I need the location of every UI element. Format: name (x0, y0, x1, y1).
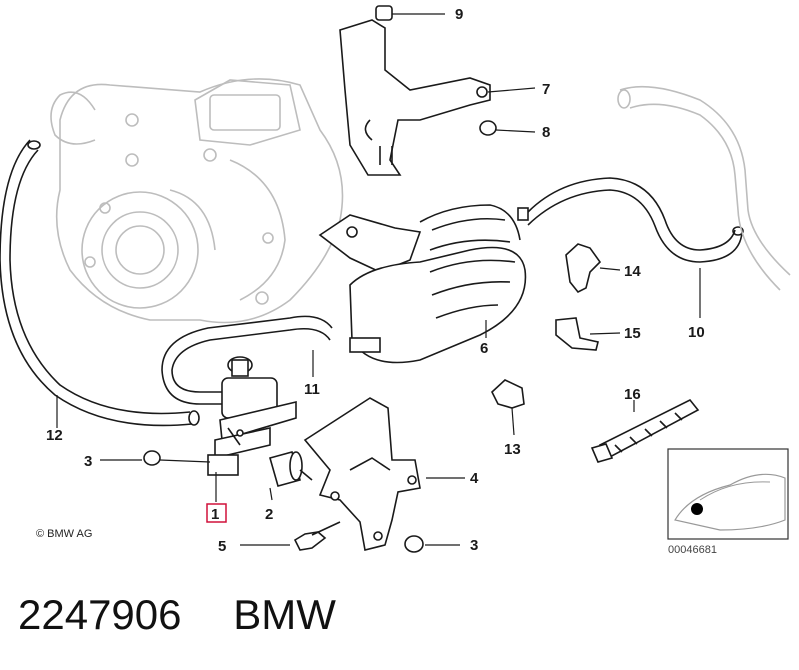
callout-6: 6 (480, 340, 488, 357)
callout-10: 10 (688, 324, 705, 341)
ghost-hose (617, 85, 791, 291)
nut-3-right (404, 535, 424, 553)
clip-13 (491, 379, 525, 409)
vacuum-reservoir (318, 204, 529, 364)
callout-7: 7 (542, 81, 550, 98)
callout-16: 16 (624, 386, 641, 403)
part-label: 2247906 BMW (18, 580, 336, 650)
callout-1: 1 (211, 506, 219, 523)
hardware (143, 450, 424, 553)
callout-8: 8 (542, 124, 550, 141)
parts-diagram: 1 2 3 3 4 5 6 7 8 9 10 11 12 13 14 15 16… (0, 5, 791, 556)
hose-10 (527, 177, 744, 263)
callout-5: 5 (218, 538, 226, 555)
callout-14: 14 (624, 263, 641, 280)
callout-11: 11 (304, 381, 320, 398)
bolt-5 (293, 531, 327, 551)
bracket-7 (339, 5, 497, 176)
copyright-notice: © BMW AG (36, 528, 92, 540)
callout-4: 4 (470, 470, 479, 487)
callout-1-highlight-box (206, 503, 227, 523)
callout-3-right: 3 (470, 537, 478, 554)
hose-12 (0, 139, 200, 427)
callout-9: 9 (455, 6, 463, 23)
callout-15: 15 (624, 325, 641, 342)
clip-14 (565, 243, 602, 294)
nut-3-left (143, 450, 161, 466)
callout-2: 2 (265, 506, 273, 523)
leader-lines (56, 13, 701, 546)
diagram-reference-number: 00046681 (668, 544, 717, 556)
clips (491, 243, 602, 409)
brand-name: BMW (233, 591, 336, 638)
bracket-4 (303, 397, 421, 551)
pressure-converter (207, 356, 297, 476)
turbocharger-ghost (50, 78, 344, 324)
cable-tie (590, 398, 700, 463)
clip-15 (555, 317, 599, 351)
hose-11 (161, 315, 333, 405)
callout-3-left: 3 (84, 453, 92, 470)
part-number: 2247906 (18, 591, 182, 638)
callout-13: 13 (504, 441, 521, 458)
car-location-inset (667, 448, 789, 540)
callout-12: 12 (46, 427, 63, 444)
rubber-mount (269, 451, 313, 487)
